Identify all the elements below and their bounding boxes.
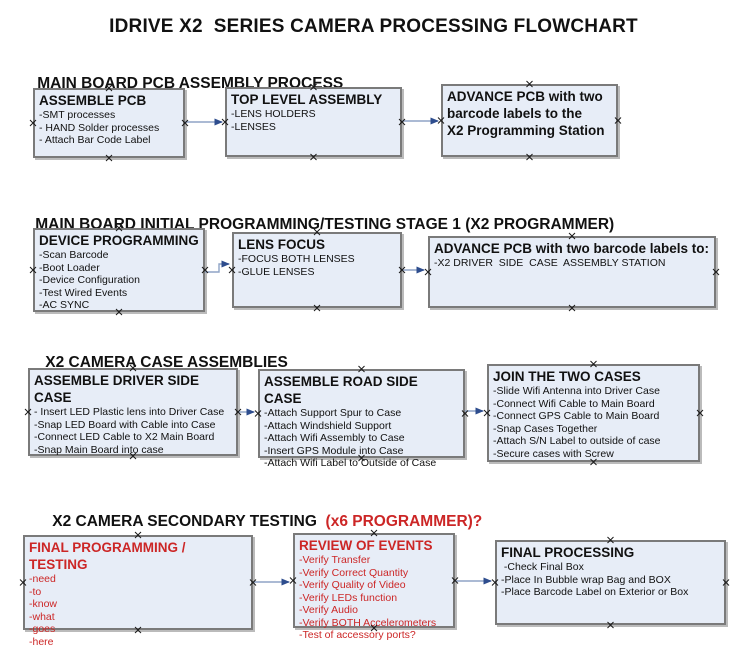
box-item: -Attach Support Spur to Case	[264, 407, 402, 419]
box-item: - Insert LED Plastic lens into Driver Ca…	[34, 406, 225, 418]
box-item: -Verify LEDs function	[299, 591, 398, 604]
box-item: -Secure cases with Screw	[493, 447, 614, 460]
section-header-red-suffix: (x6 PROGRAMMER)?	[321, 513, 483, 530]
box-item: -goes	[29, 623, 56, 635]
box-item: -Snap Cases Together	[493, 422, 598, 435]
box-item: -Check Final Box	[501, 561, 584, 573]
box-item: - HAND Solder processes	[39, 121, 160, 134]
box-item: -X2 DRIVER SIDE CASE ASSEMBLY STATION	[434, 257, 666, 269]
section-header-text: X2 CAMERA CASE ASSEMBLIES	[45, 354, 288, 371]
box-title: ADVANCE PCB with two barcode labels to:	[434, 241, 710, 256]
box-item: -Attach Wifi Label to Outside of Case	[264, 457, 437, 469]
box-item: -what	[29, 610, 55, 623]
box-title: ADVANCE PCB with two barcode labels to t…	[447, 89, 605, 138]
box-item: -Verify Transfer	[299, 554, 371, 566]
box-item: -Verify Correct Quantity	[299, 566, 409, 579]
box-title: DEVICE PROGRAMMING	[39, 233, 199, 248]
box-item: -Place Barcode Label on Exterior or Box	[501, 586, 689, 598]
box-item: -Test of accessory ports?	[299, 629, 416, 641]
flow-box-top-level-assembly: TOP LEVEL ASSEMBLY -LENS HOLDERS -LENSES	[225, 87, 402, 157]
box-title: ASSEMBLE PCB	[39, 93, 147, 108]
box-item: -SMT processes	[39, 109, 116, 121]
box-item: -Connect Wifi Cable to Main Board	[493, 397, 655, 410]
section-header-text: X2 CAMERA SECONDARY TESTING	[52, 513, 322, 530]
flow-box-assemble-road-side-case: ASSEMBLE ROAD SIDE CASE -Attach Support …	[258, 369, 465, 469]
flow-box-final-programming-testing: FINAL PROGRAMMING / TESTING -need -to -k…	[23, 535, 253, 648]
box-title: REVIEW OF EVENTS	[299, 538, 433, 553]
box-item: -FOCUS BOTH LENSES	[238, 253, 355, 265]
box-item: -GLUE LENSES	[238, 265, 315, 278]
box-item: -Connect LED Cable to X2 Main Board	[34, 431, 215, 443]
box-item: -to	[29, 585, 42, 598]
box-item: -Verify BOTH Accelerometers	[299, 616, 437, 629]
page-title: IDRIVE X2 SERIES CAMERA PROCESSING FLOWC…	[109, 16, 638, 37]
flow-box-assemble-pcb: ASSEMBLE PCB -SMT processes - HAND Solde…	[33, 88, 185, 158]
box-item: -Boot Loader	[39, 261, 100, 274]
box-item: -Slide Wifi Antenna into Driver Case	[493, 385, 660, 397]
flow-box-join-the-two-cases: JOIN THE TWO CASES -Slide Wifi Antenna i…	[487, 364, 700, 462]
flow-arrow	[205, 260, 230, 273]
box-title: ASSEMBLE ROAD SIDE CASE	[264, 374, 418, 406]
box-item: -here	[29, 635, 54, 648]
flow-box-lens-focus: LENS FOCUS -FOCUS BOTH LENSES -GLUE LENS…	[232, 232, 402, 308]
flow-box-advance-pcb-programming-station: ADVANCE PCB with two barcode labels to t…	[441, 84, 618, 157]
flow-box-review-of-events: REVIEW OF EVENTS -Verify Transfer -Verif…	[293, 533, 455, 641]
box-title: FINAL PROGRAMMING / TESTING	[29, 540, 186, 572]
flow-box-assemble-driver-side-case: ASSEMBLE DRIVER SIDE CASE - Insert LED P…	[28, 368, 238, 456]
box-title: ASSEMBLE DRIVER SIDE CASE	[34, 373, 200, 405]
flow-box-device-programming: DEVICE PROGRAMMING -Scan Barcode -Boot L…	[33, 228, 205, 312]
box-item: -LENS HOLDERS	[231, 108, 316, 120]
box-title: JOIN THE TWO CASES	[493, 369, 641, 384]
box-item: -Attach Windshield Support	[264, 419, 392, 432]
box-item: -Scan Barcode	[39, 249, 109, 261]
box-item: -know	[29, 598, 58, 610]
box-item: -Insert GPS Module into Case	[264, 444, 404, 457]
box-item: -LENSES	[231, 120, 276, 133]
box-item: -Test Wired Events	[39, 286, 128, 299]
box-item: -Attach Wifi Assembly to Case	[264, 432, 405, 444]
box-item: -Device Configuration	[39, 274, 140, 286]
box-item: -Snap LED Board with Cable into Case	[34, 418, 216, 431]
box-item: -Place In Bubble wrap Bag and BOX	[501, 573, 671, 586]
section-header-secondary-testing: X2 CAMERA SECONDARY TESTING (x6 PROGRAMM…	[35, 495, 482, 549]
box-title: FINAL PROCESSING	[501, 545, 635, 560]
box-item: -AC SYNC	[39, 299, 90, 311]
flow-box-final-processing: FINAL PROCESSING -Check Final Box -Place…	[495, 540, 726, 625]
box-item: -Attach S/N Label to outside of case	[493, 435, 661, 447]
box-item: -Connect GPS Cable to Main Board	[493, 410, 660, 422]
box-item: -Snap Main Board into case	[34, 443, 164, 456]
box-item: -need	[29, 573, 56, 585]
box-item: -Verify Audio	[299, 604, 358, 616]
box-item: - Attach Bar Code Label	[39, 134, 151, 146]
flow-box-advance-pcb-driver-side-station: ADVANCE PCB with two barcode labels to: …	[428, 236, 716, 308]
box-item: -Verify Quality of Video	[299, 579, 406, 591]
section-header-case-assemblies: X2 CAMERA CASE ASSEMBLIES	[28, 336, 288, 390]
box-title: LENS FOCUS	[238, 237, 326, 252]
box-title: TOP LEVEL ASSEMBLY	[231, 92, 383, 107]
